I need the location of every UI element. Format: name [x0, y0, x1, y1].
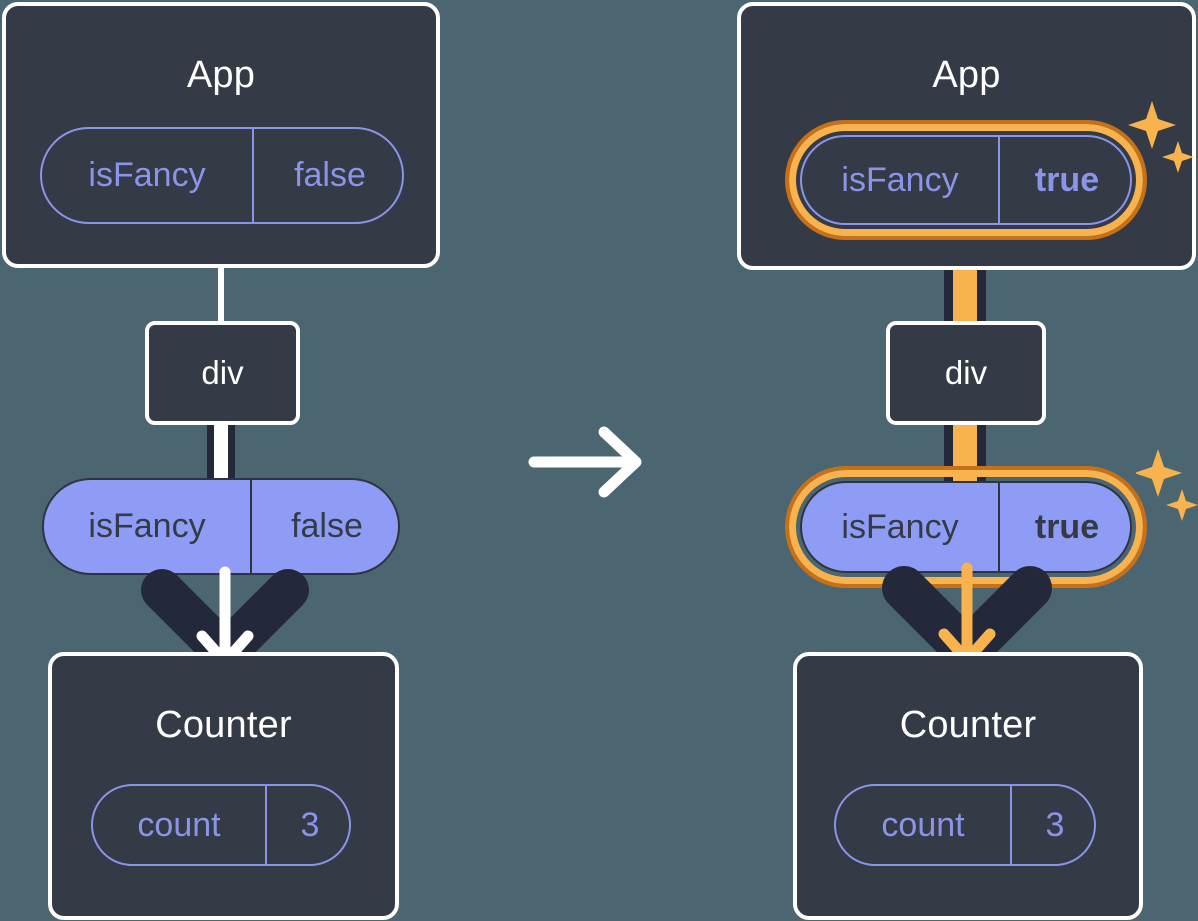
- counter-title-right: Counter: [899, 704, 1037, 746]
- props-pill-right: isFancy true: [800, 481, 1132, 573]
- app-title-right: App: [932, 54, 1001, 96]
- dom-node-div-label-left: div: [201, 354, 244, 391]
- props-pill-key-right: isFancy: [841, 507, 959, 546]
- props-pill-value-right: true: [998, 483, 1130, 571]
- counter-title-left: Counter: [155, 704, 292, 746]
- props-pill-value-left: false: [250, 480, 398, 573]
- transition-arrow: [528, 425, 648, 499]
- counter-state-key-right: count: [881, 805, 965, 844]
- app-prop-pill-right: isFancy true: [800, 135, 1132, 225]
- counter-state-pill-left: count 3: [91, 784, 351, 866]
- dom-node-div-right: div: [886, 321, 1046, 425]
- connector-app-to-div-left: [218, 266, 224, 324]
- sparkles-icon-app-right: [1126, 97, 1198, 177]
- dom-node-div-left: div: [145, 321, 300, 425]
- app-prop-pill-left: isFancy false: [40, 127, 404, 224]
- connector-div-to-pill-left: [207, 420, 235, 482]
- counter-state-value-left: 3: [265, 786, 349, 864]
- app-prop-value-left: false: [252, 129, 402, 222]
- connector-div-to-pill-right: [944, 418, 986, 482]
- counter-state-key-left: count: [137, 805, 221, 844]
- app-prop-key-right: isFancy: [841, 160, 959, 199]
- app-prop-key-left: isFancy: [88, 156, 206, 194]
- dom-node-div-label-right: div: [944, 354, 988, 391]
- counter-state-pill-right: count 3: [834, 784, 1096, 866]
- counter-state-value-right: 3: [1010, 786, 1094, 864]
- props-pill-key-left: isFancy: [88, 507, 206, 545]
- app-title-left: App: [186, 54, 256, 96]
- sparkles-icon-props-right: [1136, 447, 1198, 523]
- app-prop-value-right: true: [998, 137, 1130, 223]
